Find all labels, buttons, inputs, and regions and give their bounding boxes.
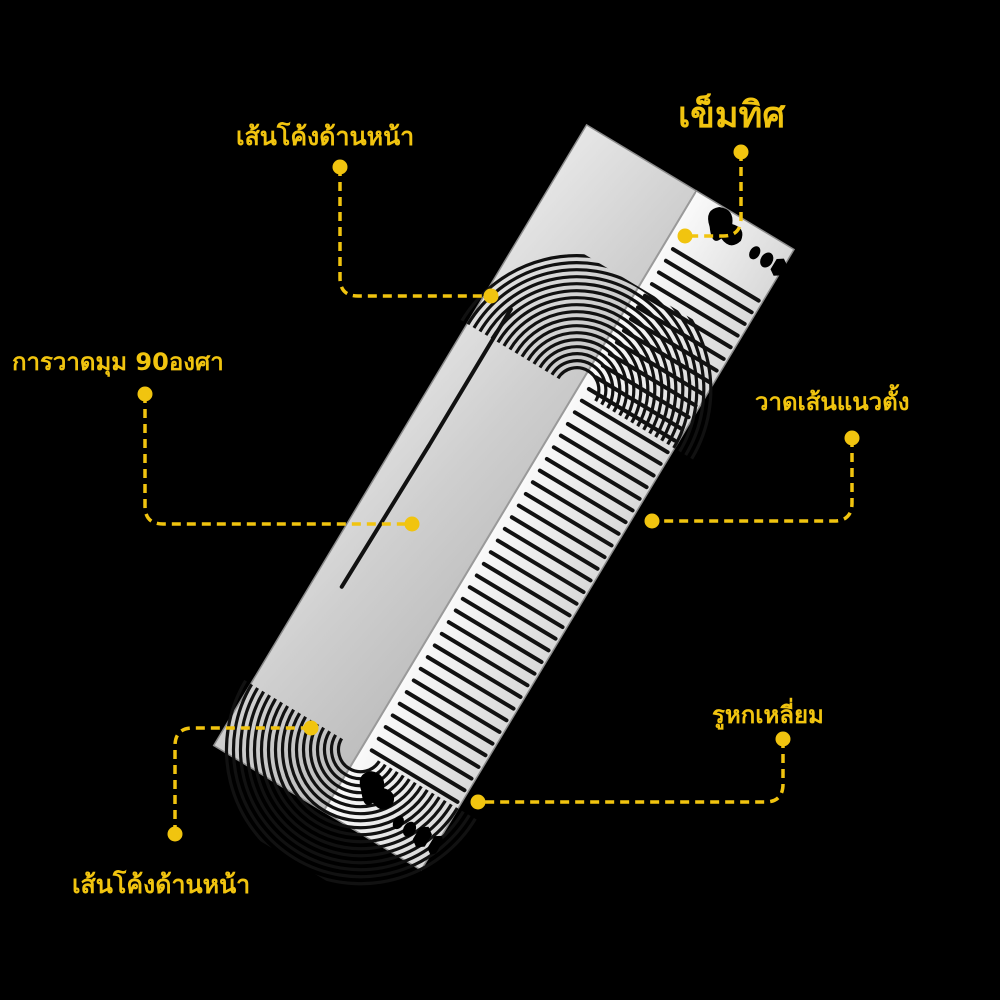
slot-line [586,387,677,443]
curve-slot [496,296,671,438]
curve-slot [273,705,435,837]
slot-line [621,328,712,385]
round-hole-small-icon [749,246,761,260]
slot-line [572,410,663,466]
slot-line [453,608,544,665]
slot-line [607,352,698,408]
slot-line [439,631,530,688]
slot-line [383,725,474,781]
hexagon-hole-bottom-2-icon [427,835,444,855]
hexagon-hole-small-icon [770,258,787,276]
callout-vertical-line [652,438,854,523]
slot-line [418,666,509,723]
slot-line [565,421,656,478]
callout-lines [143,152,854,834]
slot-line [628,317,719,373]
slot-line [649,282,740,338]
slot-line [523,491,614,548]
right-angle-pattern [339,307,513,589]
slot-line [558,433,649,490]
slot-line [502,526,593,583]
compass-hole-icon [708,206,743,246]
slot-line [593,375,684,431]
label-top-curve: เส้นโค้งด้านหน้า [236,122,415,151]
slot-line [390,713,481,769]
plate-fold-line [323,192,697,811]
slot-line [488,550,579,606]
slot-line [516,503,607,560]
curve-slot [287,712,423,823]
slot-line [537,468,628,525]
round-hole-medium-icon [760,252,774,268]
compass-hole-bottom-icon [359,771,395,810]
slot-line [397,701,488,758]
slot-line [411,678,502,734]
curve-slot [514,317,650,428]
curve-slot [538,345,622,413]
slot-line [460,596,551,653]
slot-line [425,655,516,711]
slot-line [474,573,565,630]
hexagon-hole-bottom-1-icon [412,826,432,848]
curve-slot [231,683,471,879]
slot-line [600,363,691,420]
slot-line [656,270,747,326]
curve-slot [315,726,399,795]
label-vertical-lines: วาดเส้นแนวตั้ง [755,388,910,416]
slot-line [614,340,705,396]
slot-line [467,585,558,641]
label-angle-90: การวาดมุม 90องศา [12,348,224,376]
slot-line [642,293,733,350]
slot-line [495,538,586,595]
slot-line [376,736,467,793]
slot-line [544,456,635,513]
curve-slot [294,715,417,816]
slot-line [446,620,537,676]
slot-line [670,247,761,303]
slot-line [432,643,523,699]
slot-line [663,258,754,315]
callout-compass-line [685,152,743,238]
curve-slot [550,359,608,406]
round-hole-bottom-1-icon [392,816,404,830]
bottom-curve-pattern [224,679,477,886]
label-square-hole: รูหกเหลี่ยม [712,701,824,729]
vertical-line-slots [369,247,761,804]
curve-slot [472,268,699,453]
callout-dots [137,144,860,842]
slot-line [369,748,460,804]
slot-line [481,561,572,618]
callout-angle-line [143,394,412,526]
stencil-plate [212,123,796,886]
curve-slot [520,324,643,424]
slot-line [635,305,726,361]
callout-square-hole-line [478,739,785,804]
slot-line [404,690,495,746]
curve-slot [502,303,664,435]
top-hole-group [708,206,787,276]
label-compass: เข็มทิศ [678,95,786,136]
curve-slot [478,275,692,449]
curve-slot [280,708,429,830]
callout-top-curve-line [338,167,491,298]
round-hole-bottom-2-icon [402,821,417,837]
curve-slot [526,331,636,420]
curve-slot [336,737,381,774]
curve-slot [238,687,465,872]
label-bottom-curve: เส้นโค้งด้านหน้า [72,870,251,899]
slot-line [530,480,621,536]
slot-line [579,398,670,455]
slot-line [551,445,642,501]
slot-line [509,515,600,571]
bottom-hole-group [359,771,444,855]
curve-slot [544,352,615,410]
curve-slot [490,289,678,442]
